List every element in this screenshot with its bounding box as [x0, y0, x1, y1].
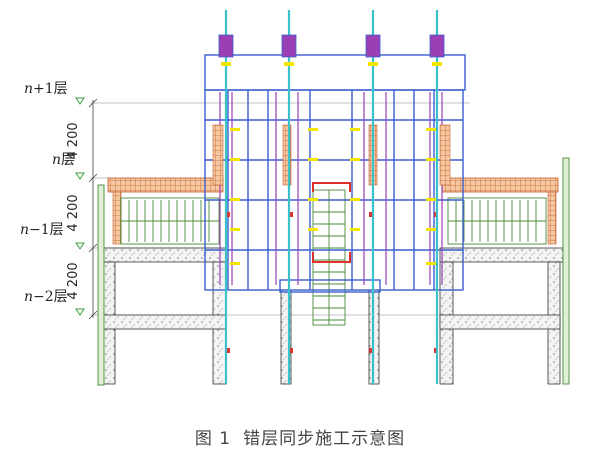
level-label-n-minus-1: n−1层 [20, 222, 64, 238]
steel-frame-purple [219, 92, 443, 285]
level-markers [75, 97, 85, 316]
level-label-n-minus-2: n−2层 [24, 289, 68, 305]
figure-number: 图 1 [194, 429, 232, 449]
dimension-label-upper: 4 200 [66, 122, 81, 160]
rod-jacks [218, 34, 445, 66]
figure-title: 错层同步施工示意图 [243, 429, 406, 449]
dimension-label-middle: 4 200 [66, 194, 81, 232]
steel-frame-blue [204, 54, 466, 293]
yellow-connectors [230, 128, 436, 265]
dimension-line [88, 98, 98, 320]
dimension-label-lower: 4 200 [66, 262, 81, 300]
figure-caption: 图 1 错层同步施工示意图 [0, 424, 600, 449]
floor-slabs [107, 177, 559, 245]
climbing-rods [224, 10, 439, 384]
formwork-green [97, 157, 570, 386]
red-formwork [312, 182, 351, 263]
level-label-n: n层 [52, 152, 76, 168]
level-label-n-plus-1: n+1层 [24, 81, 68, 97]
